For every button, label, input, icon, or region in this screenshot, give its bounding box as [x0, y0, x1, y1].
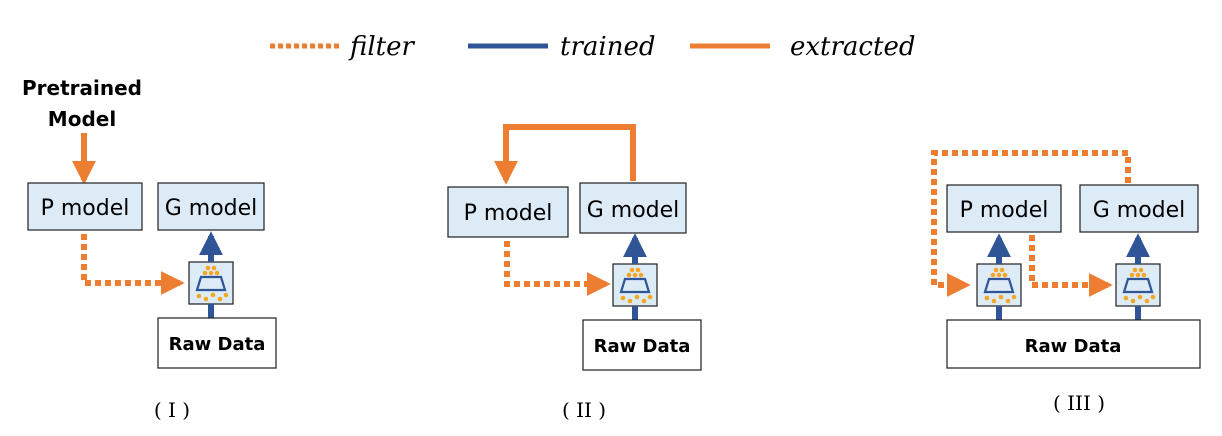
filter-icon [187, 260, 235, 306]
filter-path [504, 241, 611, 296]
legend: filter trained extracted [270, 32, 915, 62]
pretrained-model-label-line2: Model [48, 107, 116, 131]
panel-caption: ( III ) [1053, 391, 1105, 415]
raw-data-label: Raw Data [1025, 336, 1122, 357]
filter-feedback-path [931, 150, 1131, 297]
extracted-path [494, 124, 636, 185]
filter-icon [975, 262, 1023, 308]
p-model-label: P model [960, 198, 1049, 223]
g-model-box [579, 182, 687, 234]
p-model-box [946, 184, 1062, 233]
legend-extracted-label: extracted [790, 32, 915, 62]
g-model-box [1079, 184, 1199, 233]
p-model-box [27, 182, 143, 231]
panel-2: P model G model Raw Data ( II ) [447, 124, 702, 422]
panel-caption: ( II ) [562, 398, 606, 422]
panel-caption: ( I ) [154, 398, 190, 422]
raw-data-label: Raw Data [594, 336, 691, 357]
g-model-label: G model [587, 198, 680, 223]
panel-3: P model G model Raw Data ( III ) [931, 150, 1201, 415]
legend-trained-label: trained [560, 32, 655, 62]
p-model-label: P model [41, 196, 130, 221]
filter-icon [1114, 262, 1162, 308]
raw-data-box [157, 317, 277, 369]
g-model-box [157, 182, 265, 231]
p-model-label: P model [464, 201, 553, 226]
g-model-label: G model [165, 196, 258, 221]
filter-path [1029, 235, 1113, 297]
filter-path [81, 234, 185, 295]
p-model-box [447, 186, 569, 238]
g-model-label: G model [1093, 198, 1186, 223]
raw-data-label: Raw Data [169, 334, 266, 355]
legend-filter-label: filter [348, 32, 415, 62]
panel-1: Pretrained Model P model G model Raw Dat… [22, 76, 277, 422]
raw-data-box [582, 319, 702, 371]
filter-icon [611, 262, 659, 308]
pretrained-model-label-line1: Pretrained [22, 76, 142, 100]
raw-data-box [946, 319, 1201, 369]
